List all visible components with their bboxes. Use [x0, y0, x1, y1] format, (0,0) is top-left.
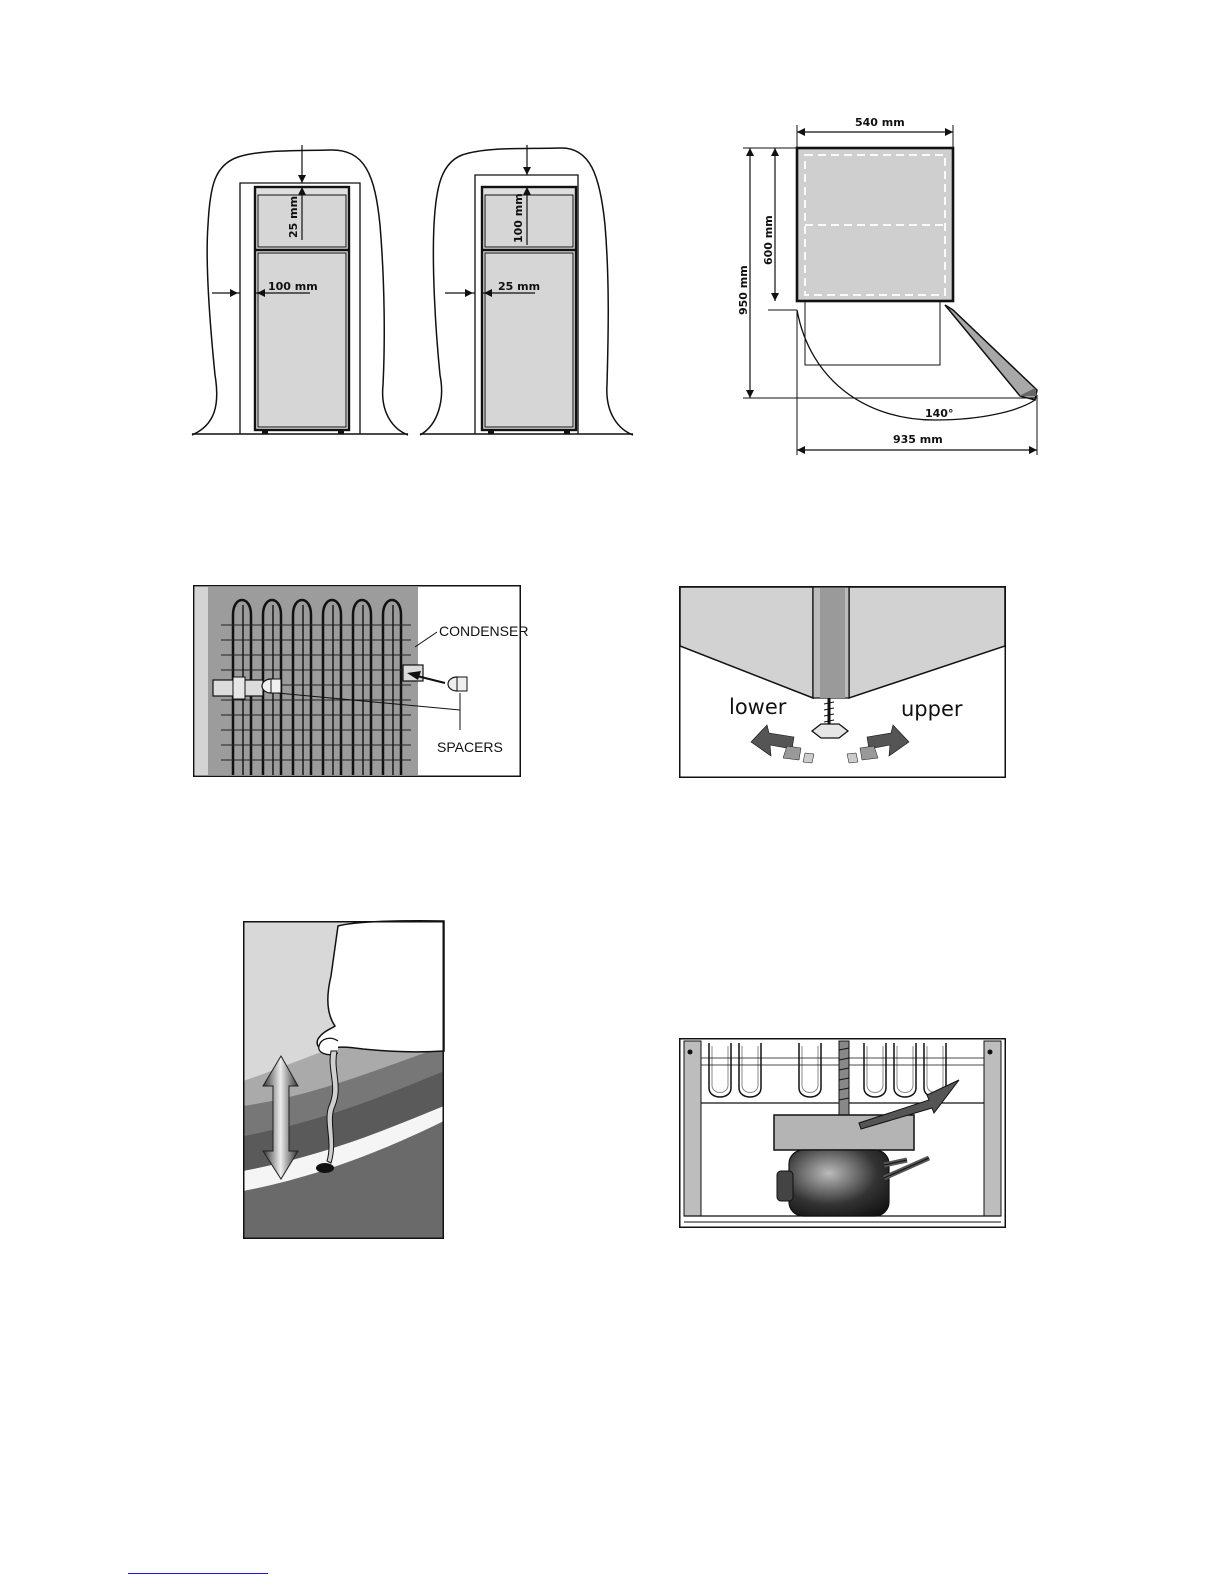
lower-label: lower: [729, 695, 787, 719]
total-depth-label: 950 mm: [737, 265, 750, 315]
footer-link-underline: [128, 1573, 268, 1574]
dimensions-drawing: 540 mm 600 mm 950 mm 140° 935 mm: [735, 110, 1045, 460]
depth-label: 600 mm: [762, 215, 775, 265]
upper-label: upper: [901, 697, 963, 721]
spacers-label: SPACERS: [437, 739, 503, 755]
width-label: 540 mm: [855, 116, 905, 129]
condenser-drawing: CONDENSER SPACERS: [193, 585, 521, 777]
drain-drawing: [243, 921, 444, 1239]
clearance-left-side-label: 100 mm: [268, 280, 318, 293]
condenser-label: CONDENSER: [439, 623, 528, 639]
angle-label: 140°: [925, 407, 953, 420]
total-width-label: 935 mm: [893, 433, 943, 446]
feet-drawing: lower upper: [679, 586, 1006, 778]
clearance-figure: 25 mm 100 mm 100 mm 25 mm: [190, 145, 635, 440]
drain-figure: [243, 921, 444, 1239]
compressor-figure: [679, 1038, 1006, 1228]
condenser-figure: CONDENSER SPACERS: [193, 585, 521, 777]
clearance-right-top-label: 100 mm: [512, 193, 525, 243]
clearance-drawing: 25 mm 100 mm 100 mm 25 mm: [190, 145, 635, 440]
clearance-left-top-label: 25 mm: [287, 196, 300, 238]
feet-figure: lower upper: [679, 586, 1006, 778]
clearance-right-side-label: 25 mm: [498, 280, 540, 293]
dimensions-figure: 540 mm 600 mm 950 mm 140° 935 mm: [735, 110, 1045, 460]
compressor-drawing: [679, 1038, 1006, 1228]
